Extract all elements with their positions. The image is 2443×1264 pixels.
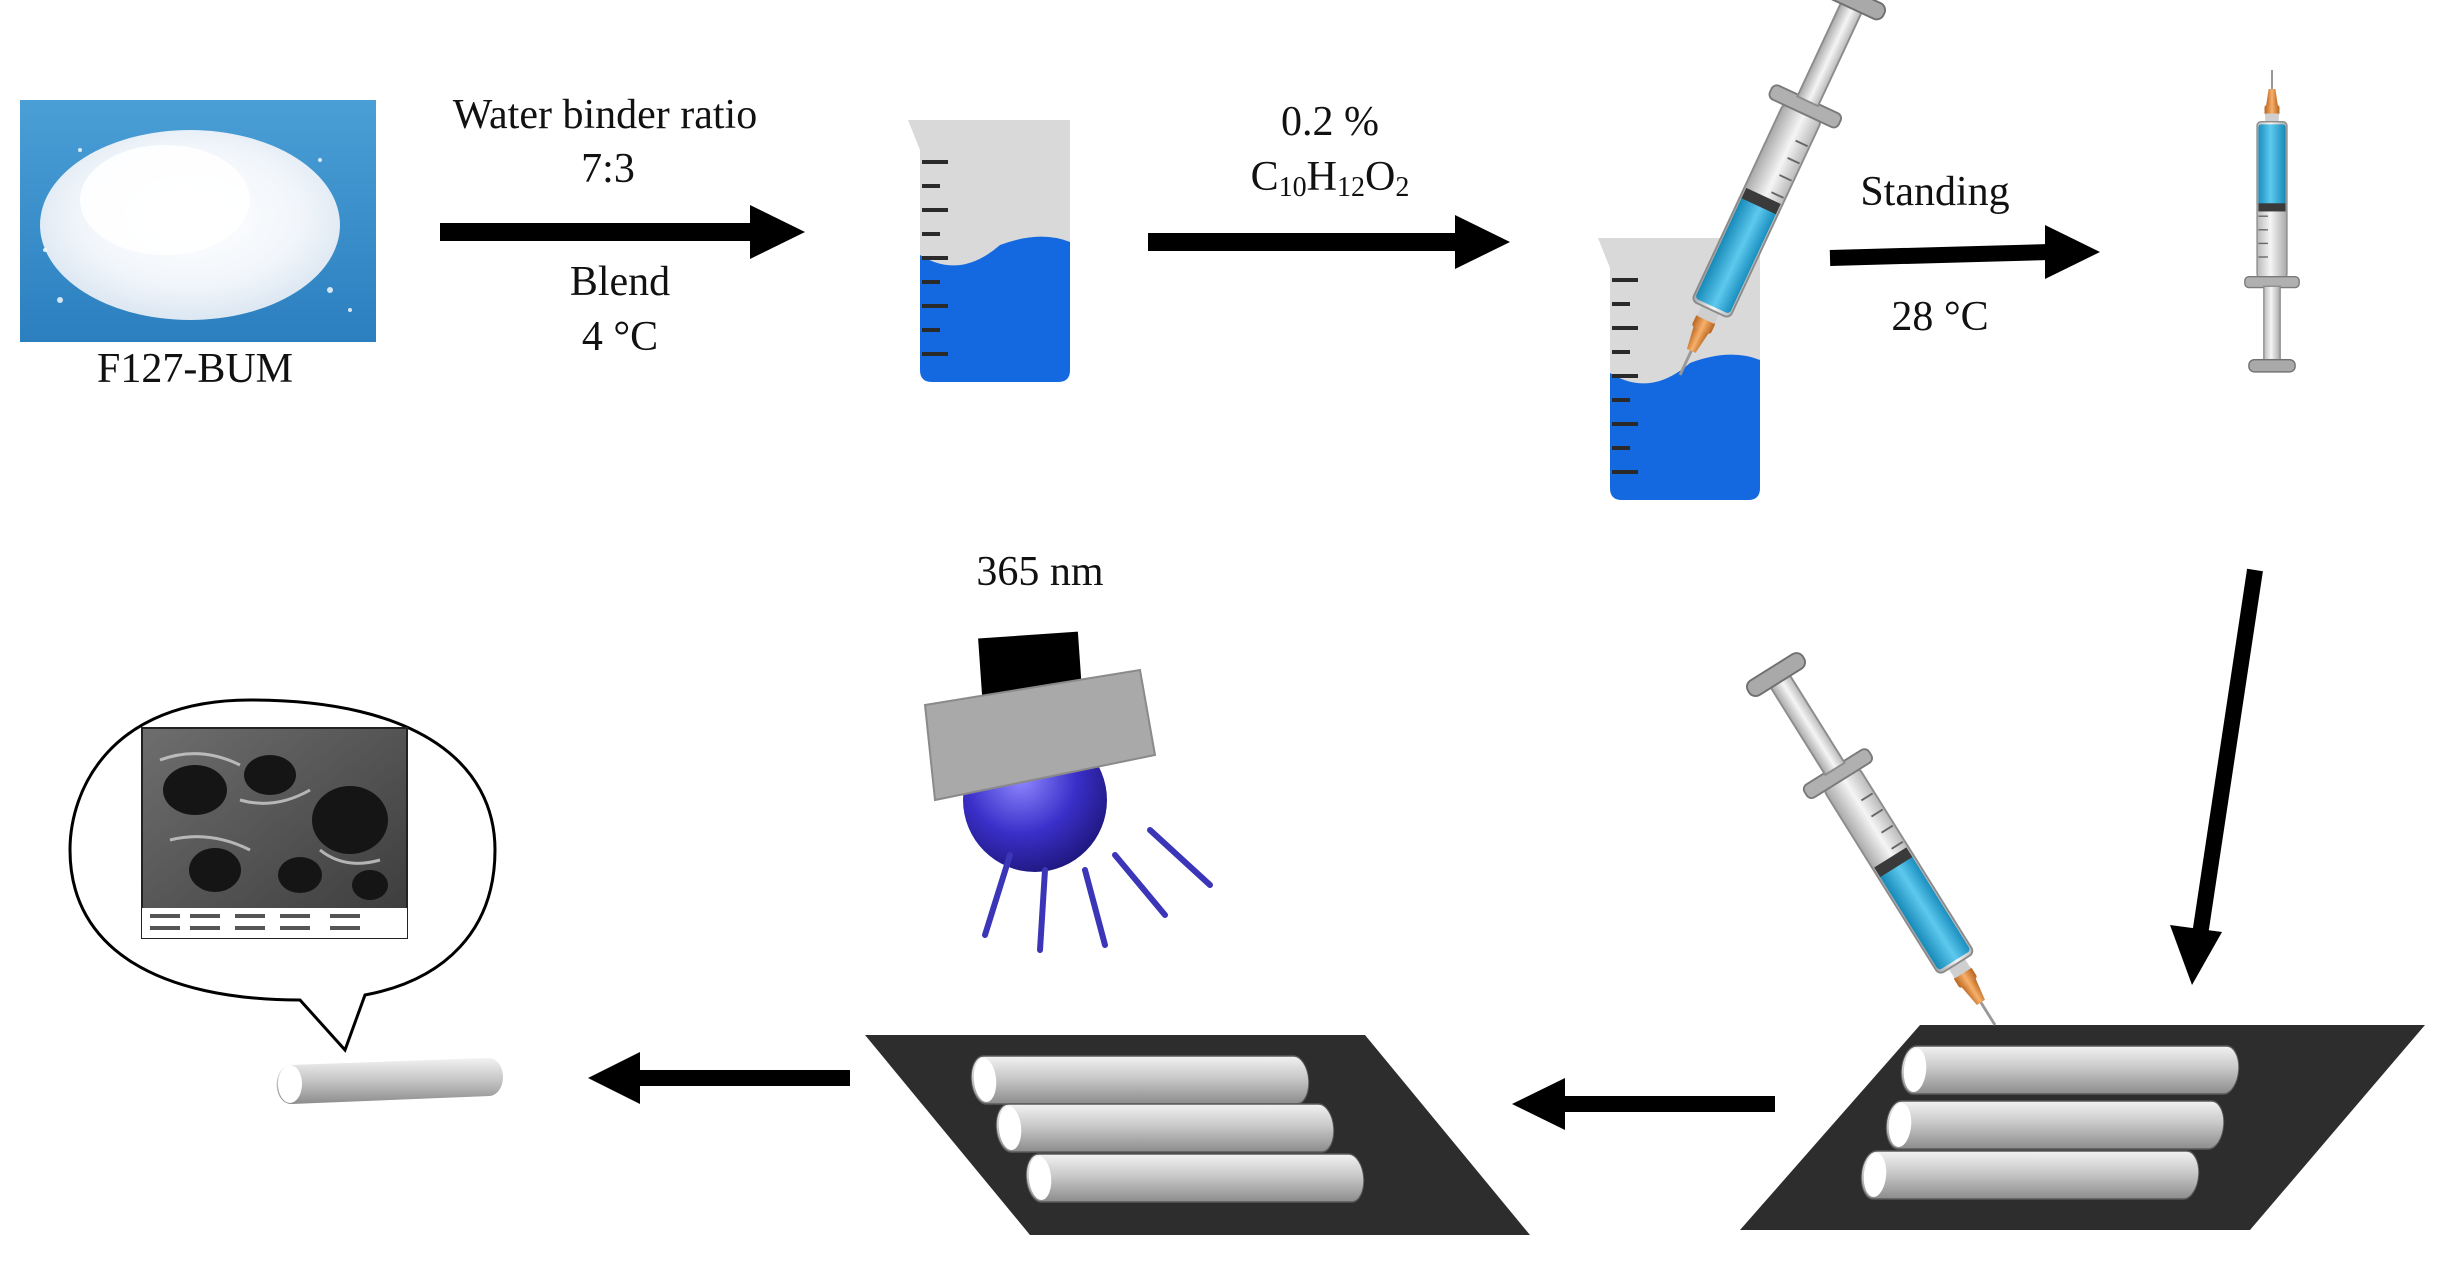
powder-image — [20, 100, 376, 342]
step1-bottom-line1: Blend — [570, 259, 670, 305]
arrow-2 — [1148, 215, 1510, 269]
step1-top-line2: 7:3 — [581, 146, 635, 192]
arrow-down — [2170, 568, 2263, 985]
sem-bubble — [68, 698, 497, 1053]
arrow-3 — [1829, 225, 2100, 279]
arrow-1 — [440, 205, 805, 259]
beaker-1 — [906, 118, 1072, 384]
step2-percent: 0.2 % — [1281, 99, 1379, 145]
step1-bottom-line2: 4 °C — [582, 314, 658, 360]
syringe-injecting — [1737, 645, 2029, 1047]
arrow-left-2 — [588, 1052, 850, 1104]
step3-bottom: 28 °C — [1891, 294, 1988, 340]
standing-syringe — [2243, 68, 2301, 373]
fiber-rod — [276, 1057, 504, 1105]
step3-top: Standing — [1860, 169, 2009, 215]
powder-label: F127-BUM — [97, 346, 293, 392]
arrow-left-1 — [1512, 1078, 1775, 1130]
step1-top-line1: Water binder ratio — [453, 92, 757, 138]
step2-formula: C10H12O2 — [1251, 154, 1410, 203]
mold-middle — [865, 1035, 1530, 1235]
uv-lamp-icon — [923, 631, 1213, 953]
mold-right — [1740, 1025, 2425, 1230]
uv-wavelength-label: 365 nm — [976, 549, 1104, 595]
